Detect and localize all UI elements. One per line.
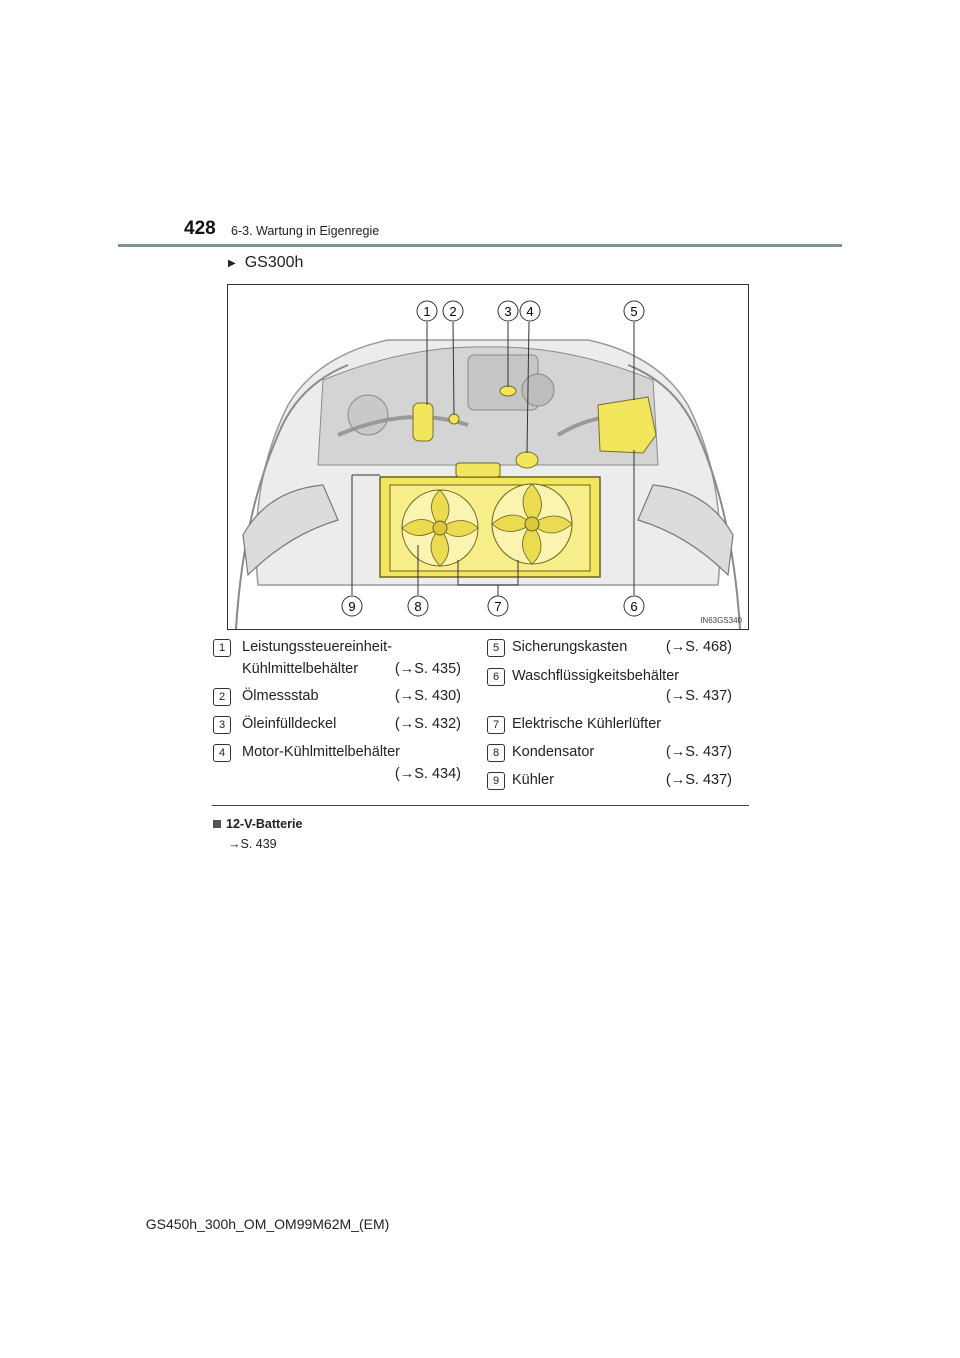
footer-doc-code: GS450h_300h_OM_OM99M62M_(EM)	[145, 1216, 390, 1232]
fuse-box	[597, 396, 657, 454]
legend-label: Waschflüssigkeitsbehälter	[512, 668, 680, 684]
svg-text:3: 3	[504, 304, 511, 319]
legend-page-ref: (→S. 437)	[665, 772, 732, 788]
left-fender-line	[235, 364, 349, 629]
legend-page-ref: (→S. 435)	[394, 661, 461, 677]
inverter-coolant-reservoir	[412, 402, 434, 442]
svg-text:8: 8	[414, 599, 421, 614]
callout-5: 5	[623, 300, 645, 322]
right-headlight	[637, 484, 734, 577]
legend-label: Kühlmittelbehälter	[242, 661, 359, 677]
callout-6: 6	[623, 595, 645, 617]
callout-1: 1	[416, 300, 438, 322]
engine-compartment-figure: 1 2 3 4 5 6 7 8 9 IN63GS340	[227, 284, 749, 630]
model-label: ▶ GS300h	[228, 254, 303, 272]
svg-text:4: 4	[526, 304, 533, 319]
cooling-fan-right	[491, 483, 573, 565]
legend-label: Ölmessstab	[242, 688, 319, 704]
callout-7: 7	[487, 595, 509, 617]
radiator-top-tank	[455, 462, 501, 478]
square-bullet-icon	[213, 820, 221, 828]
engine-illustration: 1 2 3 4 5 6 7 8 9 IN63GS340	[235, 300, 743, 629]
svg-text:6: 6	[630, 599, 637, 614]
legend-number: 2	[213, 688, 231, 706]
legend-number: 8	[487, 744, 505, 762]
legend-number: 7	[487, 716, 505, 734]
legend-label: Öleinfülldeckel	[242, 716, 337, 732]
legend: 1 Leistungssteuereinheit- Kühlmittelbehä…	[213, 632, 749, 804]
legend-page-ref: (→S. 437)	[665, 744, 732, 760]
oil-dipstick	[448, 413, 460, 425]
model-label-text: GS300h	[244, 254, 304, 271]
cooling-fan-left	[401, 489, 479, 567]
legend-number: 1	[213, 639, 231, 657]
callout-3: 3	[497, 300, 519, 322]
legend-label: Elektrische Kühlerlüfter	[512, 716, 662, 732]
svg-text:7: 7	[494, 599, 501, 614]
callout-8: 8	[407, 595, 429, 617]
legend-label: Sicherungskasten	[512, 639, 628, 655]
legend-page-ref: (→S. 437)	[665, 688, 732, 704]
header-rule	[118, 244, 842, 247]
svg-text:5: 5	[630, 304, 637, 319]
engine-part	[521, 373, 555, 407]
page-number: 428	[184, 218, 216, 239]
legend-label: Kondensator	[512, 744, 595, 760]
oil-filler-cap	[499, 385, 517, 397]
callout-2: 2	[442, 300, 464, 322]
section-title: 6-3. Wartung in Eigenregie	[231, 224, 380, 238]
svg-text:9: 9	[348, 599, 355, 614]
right-fender-line	[627, 364, 741, 629]
legend-number: 4	[213, 744, 231, 762]
legend-label: Leistungssteuereinheit-	[242, 639, 392, 655]
legend-label: Kühler	[512, 772, 554, 788]
legend-page-ref: (→S. 432)	[394, 716, 461, 732]
legend-number: 3	[213, 716, 231, 734]
engine-coolant-reservoir	[515, 451, 539, 469]
note-title-text: 12-V-Batterie	[226, 817, 303, 831]
engine-part	[347, 394, 389, 436]
svg-text:2: 2	[449, 304, 456, 319]
legend-page-ref: (→S. 434)	[394, 766, 461, 782]
note-page-ref: →S. 439	[228, 837, 277, 851]
legend-number: 6	[487, 668, 505, 686]
left-headlight	[242, 484, 339, 577]
legend-number: 5	[487, 639, 505, 657]
callout-4: 4	[519, 300, 541, 322]
note-title: 12-V-Batterie	[213, 817, 302, 831]
legend-label: Motor-Kühlmittelbehälter	[242, 744, 400, 760]
legend-page-ref: (→S. 430)	[394, 688, 461, 704]
callout-9: 9	[341, 595, 363, 617]
triangle-bullet-icon: ▶	[228, 257, 236, 269]
leader-lines	[351, 321, 635, 597]
figure-code: IN63GS340	[700, 616, 742, 625]
legend-rule	[212, 805, 749, 806]
legend-number: 9	[487, 772, 505, 790]
svg-text:1: 1	[423, 304, 430, 319]
legend-page-ref: (→S. 468)	[665, 639, 732, 655]
